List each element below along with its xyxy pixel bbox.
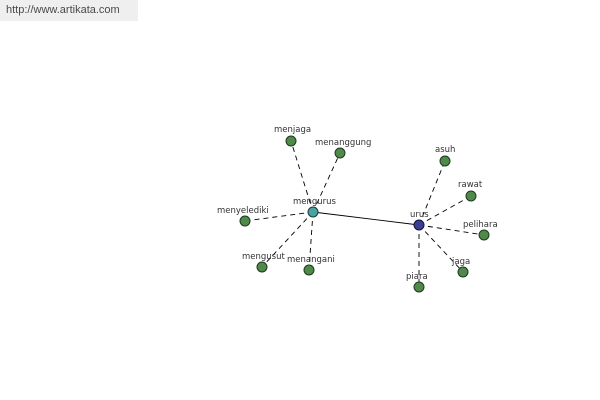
node-jaga[interactable] xyxy=(457,266,469,278)
edge-mengurus-menyelediki xyxy=(244,211,314,222)
edge-mengurus-urus xyxy=(312,211,420,226)
node-pelihara[interactable] xyxy=(478,229,490,241)
node-label-menyelediki: menyelediki xyxy=(217,206,269,216)
edge-urus-jaga xyxy=(418,224,464,273)
node-mengusut[interactable] xyxy=(256,261,268,273)
node-menangani[interactable] xyxy=(303,264,315,276)
edge-mengurus-menjaga xyxy=(290,140,314,213)
edge-urus-pelihara xyxy=(418,224,485,236)
node-mengurus[interactable] xyxy=(307,206,319,218)
node-asuh[interactable] xyxy=(439,155,451,167)
node-label-urus: urus xyxy=(410,210,429,220)
node-label-jaga: jaga xyxy=(451,257,470,267)
node-label-menanggung: menanggung xyxy=(315,138,371,148)
node-label-menangani: menangani xyxy=(287,255,335,265)
node-menjaga[interactable] xyxy=(285,135,297,147)
node-label-pelihara: pelihara xyxy=(463,220,498,230)
node-menanggung[interactable] xyxy=(334,147,346,159)
node-label-rawat: rawat xyxy=(458,180,483,190)
node-piara[interactable] xyxy=(413,281,425,293)
edge-mengurus-mengusut xyxy=(261,211,314,268)
node-label-asuh: asuh xyxy=(435,145,455,155)
node-label-menjaga: menjaga xyxy=(274,125,311,135)
node-label-mengurus: mengurus xyxy=(293,197,337,207)
edge-mengurus-menanggung xyxy=(312,152,341,213)
node-urus[interactable] xyxy=(413,219,425,231)
edge-urus-rawat xyxy=(418,195,472,226)
node-label-mengusut: mengusut xyxy=(242,252,285,262)
edge-mengurus-menangani xyxy=(308,211,314,271)
site-url-link[interactable]: http://www.artikata.com xyxy=(0,0,138,21)
nodes-layer xyxy=(239,135,490,293)
node-rawat[interactable] xyxy=(465,190,477,202)
edges-layer xyxy=(244,140,485,287)
node-label-piara: piara xyxy=(406,272,428,282)
labels-layer: urus mengurus menjaga menanggung menyelediki… xyxy=(217,125,498,282)
edge-urus-asuh xyxy=(418,160,446,226)
node-menyelediki[interactable] xyxy=(239,215,251,227)
